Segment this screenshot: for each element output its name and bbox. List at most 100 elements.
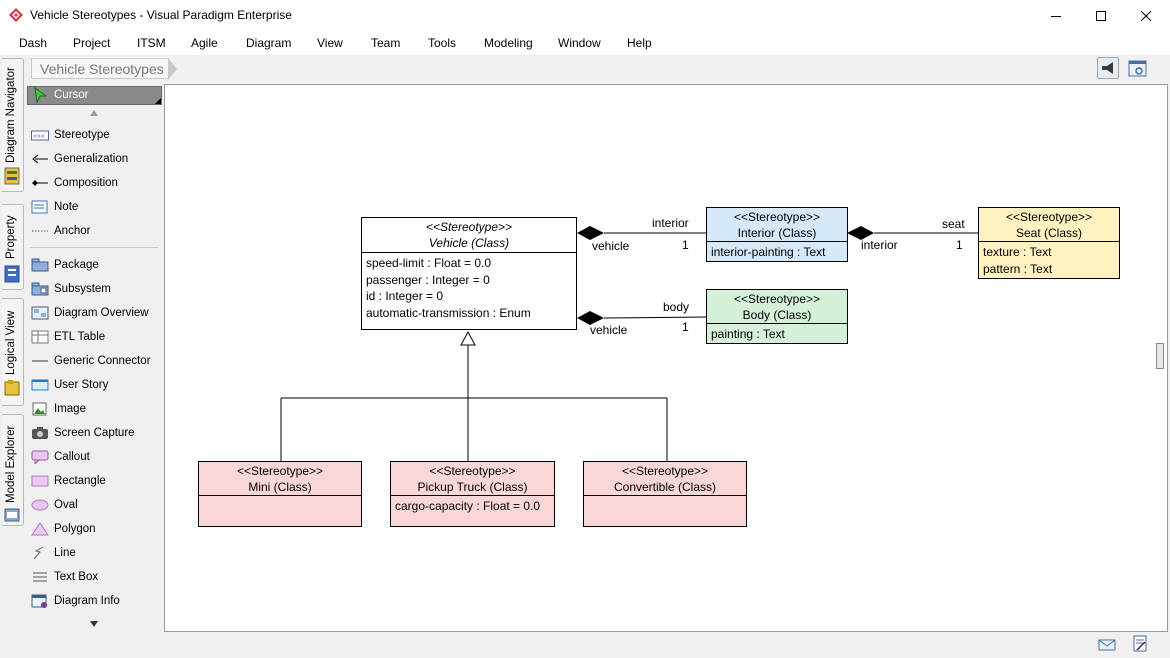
class-attributes [199, 495, 361, 527]
class-attributes: cargo-capacity : Float = 0.0 [391, 495, 554, 527]
class-stereotype: <<Stereotype>> [236, 464, 324, 478]
class-stereotype: <<Stereotype>> [733, 210, 821, 224]
class-attribute: passenger : Integer = 0 [366, 272, 490, 287]
tab-diagram-navigator-label: Diagram Navigator [5, 67, 17, 163]
class-pickup-truck[interactable]: <<Stereotype>> Pickup Truck (Class) carg… [390, 461, 555, 527]
class-vehicle[interactable]: <<Stereotype>> Vehicle (Class) speed-lim… [361, 217, 577, 330]
announcement-button[interactable] [1097, 57, 1119, 79]
class-name: Body (Class) [742, 308, 812, 322]
tool-package[interactable]: Package [54, 259, 99, 271]
mail-icon[interactable] [1098, 638, 1116, 652]
menu-view[interactable]: View [317, 36, 343, 50]
tab-diagram-navigator[interactable]: Diagram Navigator [2, 58, 24, 192]
breadcrumb-bar [25, 55, 1170, 84]
class-attributes: texture : Text pattern : Text [979, 241, 1119, 279]
tool-etl-table[interactable]: ETL Table [54, 331, 106, 343]
tool-callout[interactable]: Callout [54, 451, 90, 463]
assoc-role-label: seat [942, 217, 965, 231]
close-button[interactable] [1123, 0, 1169, 31]
property-icon [4, 265, 20, 283]
generalization-icon [32, 154, 48, 164]
line-icon [33, 546, 44, 560]
maximize-icon [1096, 10, 1106, 21]
tool-screen-capture[interactable]: Screen Capture [54, 427, 135, 439]
class-stereotype: <<Stereotype>> [621, 464, 709, 478]
tool-subsystem[interactable]: Subsystem [54, 283, 111, 295]
class-attributes: interior-painting : Text [707, 241, 847, 262]
cursor-tool[interactable] [27, 86, 162, 105]
logical-view-icon [4, 380, 20, 396]
breadcrumb-arrow-icon [168, 58, 177, 80]
class-seat[interactable]: <<Stereotype>> Seat (Class) texture : Te… [978, 207, 1120, 279]
menu-diagram[interactable]: Diagram [246, 36, 292, 50]
tool-anchor[interactable]: Anchor [54, 225, 91, 237]
menu-window[interactable]: Window [558, 36, 601, 50]
class-attribute: automatic-transmission : Enum [366, 305, 531, 320]
etl-table-icon [31, 330, 49, 344]
package-icon [31, 258, 49, 272]
maximize-button[interactable] [1078, 0, 1124, 31]
menu-project[interactable]: Project [73, 36, 111, 50]
menu-modeling[interactable]: Modeling [484, 36, 533, 50]
class-body[interactable]: <<Stereotype>> Body (Class) painting : T… [706, 289, 848, 344]
user-story-icon [31, 379, 49, 391]
title-bar [0, 0, 1170, 31]
menu-agile[interactable]: Agile [191, 36, 218, 50]
tool-user-story[interactable]: User Story [54, 379, 109, 391]
tool-stereotype[interactable]: Stereotype [54, 129, 110, 141]
diagram-canvas[interactable] [164, 84, 1168, 632]
class-attribute: pattern : Text [983, 261, 1053, 276]
cursor-tool-label: Cursor [54, 89, 89, 101]
image-icon [32, 402, 47, 416]
tool-composition[interactable]: Composition [54, 177, 118, 189]
assoc-role-label: body [663, 300, 690, 314]
anchor-icon [32, 230, 48, 232]
splitter-handle[interactable] [1156, 343, 1164, 369]
class-stereotype: <<Stereotype>> [733, 292, 821, 306]
tool-diagram-overview[interactable]: Diagram Overview [54, 307, 149, 319]
tool-rectangle[interactable]: Rectangle [54, 475, 106, 487]
tab-property[interactable]: Property [2, 204, 24, 290]
polygon-icon [31, 522, 49, 536]
class-attributes [584, 495, 746, 527]
tool-line[interactable]: Line [54, 547, 76, 559]
menu-dash[interactable]: Dash [19, 36, 48, 50]
class-attribute: cargo-capacity : Float = 0.0 [395, 499, 541, 513]
scroll-up-icon[interactable] [89, 109, 99, 117]
breadcrumb[interactable]: Vehicle Stereotypes [31, 58, 169, 79]
menu-tools[interactable]: Tools [428, 36, 457, 50]
tool-oval[interactable]: Oval [54, 499, 78, 511]
minimize-icon [1051, 15, 1061, 17]
menu-help[interactable]: Help [627, 36, 652, 50]
tool-text-box[interactable]: Text Box [54, 571, 99, 583]
scroll-down-icon[interactable] [89, 620, 99, 628]
diagram-settings-button[interactable] [1127, 58, 1149, 80]
tab-logical-view[interactable]: Logical View [2, 298, 24, 406]
class-convertible[interactable]: <<Stereotype>> Convertible (Class) [583, 461, 747, 527]
tool-generic-connector[interactable]: Generic Connector [54, 355, 151, 367]
diagram-overview-icon [31, 306, 49, 320]
class-interior[interactable]: <<Stereotype>> Interior (Class) interior… [706, 207, 848, 262]
menu-bar [0, 31, 1170, 55]
model-explorer-icon [4, 508, 20, 522]
class-attribute: interior-painting : Text [711, 245, 826, 259]
tool-image[interactable]: Image [54, 403, 86, 415]
menu-itsm[interactable]: ITSM [137, 36, 166, 50]
menu-team[interactable]: Team [371, 36, 401, 50]
svg-text:«»«: «»« [33, 133, 45, 140]
class-mini[interactable]: <<Stereotype>> Mini (Class) [198, 461, 362, 527]
minimize-button[interactable] [1033, 0, 1079, 31]
notes-icon[interactable] [1132, 635, 1148, 653]
class-stereotype: <<Stereotype>> [429, 464, 516, 478]
tool-diagram-info[interactable]: Diagram Info [54, 595, 120, 607]
class-attribute: speed-limit : Float = 0.0 [366, 256, 492, 270]
cursor-arrow-icon [34, 87, 47, 103]
class-attribute: texture : Text [983, 245, 1052, 259]
tool-polygon[interactable]: Polygon [54, 523, 96, 535]
assoc-multiplicity: 1 [682, 320, 689, 334]
tab-logical-view-label: Logical View [5, 310, 17, 375]
tool-note[interactable]: Note [54, 201, 79, 213]
assoc-end-label: vehicle [590, 323, 628, 337]
tab-model-explorer[interactable]: Model Explorer [2, 414, 24, 526]
tool-generalization[interactable]: Generalization [54, 153, 129, 165]
